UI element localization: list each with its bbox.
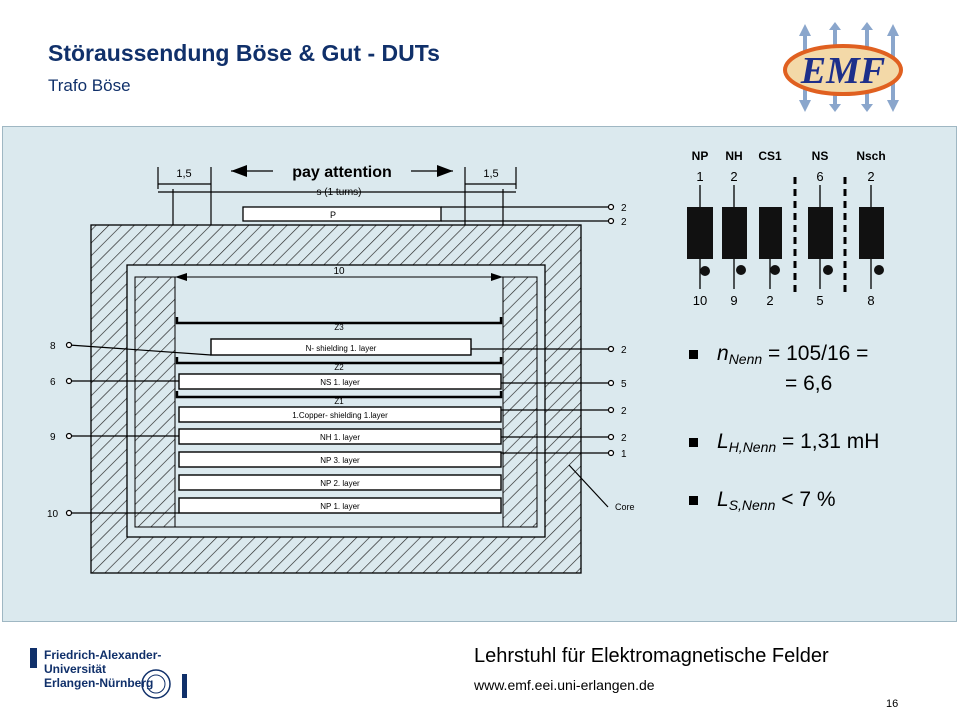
svg-text:2: 2 — [867, 169, 874, 184]
emf-logo: EMF — [783, 22, 903, 112]
bullet-square-icon — [689, 438, 698, 447]
left-pin-6: 6 — [50, 377, 56, 388]
svg-text:6: 6 — [816, 169, 823, 184]
core-hatching — [90, 224, 582, 574]
university-name-line2: Erlangen-Nürnberg — [44, 676, 154, 690]
right-dimension-label: 1,5 — [483, 168, 498, 180]
university-logo: Friedrich-Alexander-Universität Erlangen… — [22, 640, 222, 707]
layer-np1: NP 1. layer — [320, 502, 360, 511]
parameter-bullets: nNenn = 105/16 = = 6,6 LH,Nenn = 1,31 mH… — [689, 339, 879, 515]
left-pin-9: 9 — [50, 432, 56, 443]
right-pin-5: 5 — [621, 379, 627, 390]
layer-z3: Z3 — [334, 323, 344, 332]
right-pin-top-2: 2 — [621, 217, 627, 228]
layer-z2: Z2 — [334, 363, 344, 372]
left-pin-8: 8 — [50, 341, 56, 352]
svg-text:8: 8 — [867, 293, 874, 308]
emf-logo-text: EMF — [800, 50, 885, 92]
layer-n-shielding: N- shielding 1. layer — [306, 344, 377, 353]
right-pin-top-1: 2 — [621, 203, 627, 214]
left-pin-10: 10 — [47, 509, 59, 520]
right-pin-2b: 2 — [621, 406, 627, 417]
bullet-turns-ratio: nNenn = 105/16 = — [689, 339, 879, 369]
left-dimension-label: 1,5 — [176, 168, 191, 180]
svg-text:5: 5 — [816, 293, 823, 308]
layer-z1: Z1 — [334, 397, 344, 406]
turns-label: s (1 turns) — [316, 187, 361, 198]
primary-winding-bar — [242, 206, 442, 222]
bullet-turns-ratio-cont: = 6,6 — [785, 372, 833, 395]
chair-name: Lehrstuhl für Elektromagnetische Felder — [474, 645, 829, 667]
layer-ns1: NS 1. layer — [320, 378, 360, 387]
bullet-square-icon — [689, 350, 698, 359]
winding-ns: NS — [812, 149, 829, 163]
winding-cs1: CS1 — [758, 149, 782, 163]
layer-np3: NP 3. layer — [320, 456, 360, 465]
bullet-stray-inductance: LS,Nenn < 7 % — [689, 485, 879, 515]
page-number: 16 — [886, 698, 899, 710]
winding-np: NP — [692, 149, 709, 163]
right-pin-2a: 2 — [621, 345, 627, 356]
university-seal-icon — [141, 669, 171, 699]
svg-text:2: 2 — [766, 293, 773, 308]
primary-label: P — [330, 210, 336, 220]
bullet-main-inductance: LH,Nenn = 1,31 mH — [689, 427, 879, 457]
bullet-square-icon — [689, 496, 698, 505]
width-label: 10 — [333, 266, 345, 277]
right-pin-1: 1 — [621, 449, 627, 460]
pay-attention-label: pay attention — [292, 164, 392, 181]
winding-schematic: NP NH CS1 NS Nsch 1 2 6 2 10 9 2 5 8 — [687, 149, 886, 308]
right-pin-2c: 2 — [621, 433, 627, 444]
svg-text:10: 10 — [693, 293, 707, 308]
layer-np2: NP 2. layer — [320, 479, 360, 488]
layer-copper-shielding: 1.Copper- shielding 1.layer — [292, 411, 388, 420]
content-panel: 1,5 pay attention 1,5 s (1 turns) P 10 Z… — [2, 126, 957, 622]
slide-title: Störaussendung Böse & Gut - DUTs — [48, 40, 440, 66]
transformer-diagram: 1,5 pay attention 1,5 s (1 turns) P 10 Z… — [47, 149, 886, 574]
svg-text:1: 1 — [696, 169, 703, 184]
svg-text:2: 2 — [730, 169, 737, 184]
svg-text:9: 9 — [730, 293, 737, 308]
winding-nh: NH — [725, 149, 742, 163]
core-label: Core — [615, 502, 635, 512]
chair-url: www.emf.eei.uni-erlangen.de — [474, 677, 655, 693]
university-name-line1: Friedrich-Alexander-Universität — [44, 648, 162, 676]
winding-nsch: Nsch — [856, 149, 885, 163]
slide-subtitle: Trafo Böse — [48, 76, 131, 95]
layer-nh1: NH 1. layer — [320, 433, 360, 442]
